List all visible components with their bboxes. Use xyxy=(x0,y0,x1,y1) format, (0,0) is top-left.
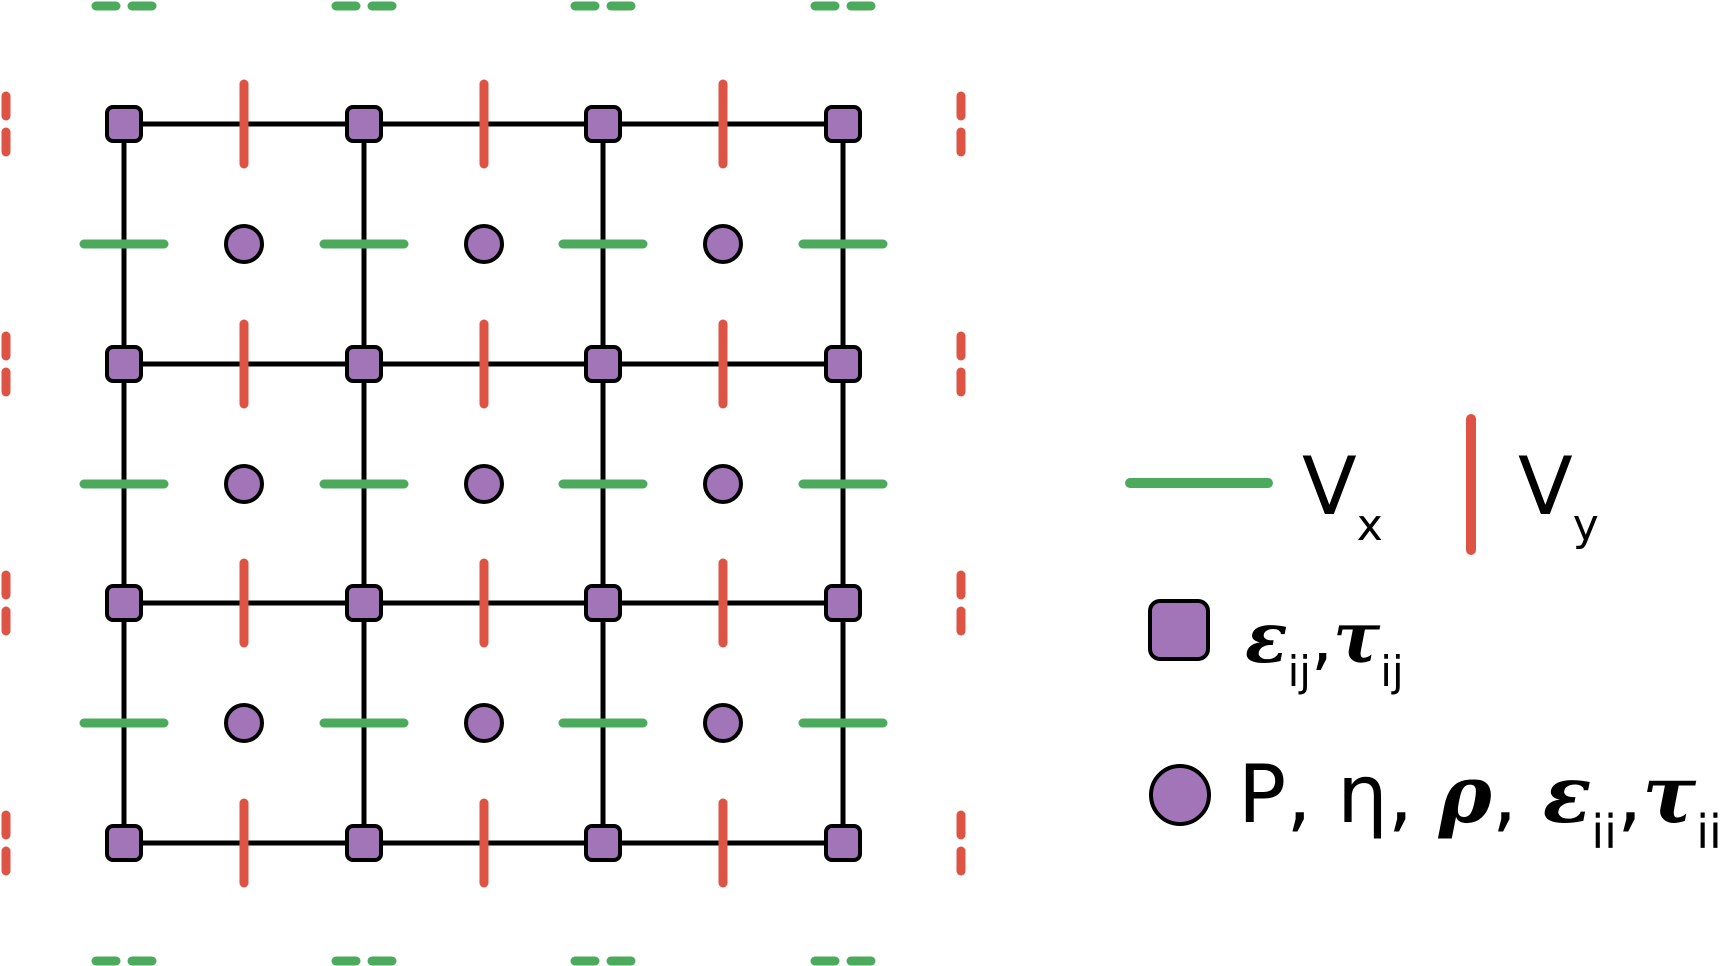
grid-nodes xyxy=(105,105,862,862)
grid-node-square xyxy=(584,105,622,143)
svg-text:P, η, ρ, εii,τii: P, η, ρ, εii,τii xyxy=(1238,747,1722,859)
velocity-markers xyxy=(79,79,888,888)
cell-center-circle xyxy=(703,703,743,743)
grid-node-square xyxy=(824,584,862,622)
legend-vx: Vx xyxy=(1125,440,1383,551)
legend-square: εij,τij xyxy=(1148,596,1404,696)
svg-text:Vy: Vy xyxy=(1518,440,1599,551)
legend-square-comma: , xyxy=(1311,597,1333,679)
ghost-node-layer xyxy=(1,1,966,966)
legend-square-tau-sub: ij xyxy=(1380,647,1403,696)
grid-node-square xyxy=(584,345,622,383)
grid-node-square xyxy=(584,824,622,862)
cell-center-circle xyxy=(464,464,504,504)
grid-node-square xyxy=(824,824,862,862)
legend: Vx Vy εij,τij P, η, ρ, εii,τii xyxy=(1125,414,1722,859)
grid-node-square xyxy=(824,345,862,383)
legend-circle-prefix: P, η, xyxy=(1238,748,1439,841)
legend-vx-letter: V xyxy=(1302,440,1357,533)
grid-node-square xyxy=(105,824,143,862)
legend-circle-tau: τ xyxy=(1642,747,1696,841)
legend-square-eps-sub: ij xyxy=(1288,647,1311,696)
grid-node-square xyxy=(584,584,622,622)
cell-center-circle xyxy=(224,464,264,504)
legend-vy-letter: V xyxy=(1518,440,1573,533)
cell-center-circle xyxy=(703,224,743,264)
purple-circle-icon xyxy=(1149,764,1211,826)
legend-square-eps: ε xyxy=(1245,596,1288,679)
grid-node-square xyxy=(345,824,383,862)
cell-center-circle xyxy=(464,703,504,743)
svg-text:Vx: Vx xyxy=(1302,440,1383,551)
grid-node-square xyxy=(345,105,383,143)
cell-center-circle xyxy=(703,464,743,504)
grid-node-square xyxy=(345,584,383,622)
grid-node-square xyxy=(824,105,862,143)
cell-center-circle xyxy=(224,703,264,743)
legend-circle-comma: , xyxy=(1617,748,1642,841)
legend-vy: Vy xyxy=(1466,414,1599,555)
grid-node-square xyxy=(105,584,143,622)
legend-circle-rho: ρ xyxy=(1438,747,1493,841)
grid-node-square xyxy=(345,345,383,383)
legend-square-tau: τ xyxy=(1333,596,1381,679)
legend-vy-sub: y xyxy=(1573,500,1599,551)
legend-circle-eps: ε xyxy=(1543,747,1592,841)
cell-center-circle xyxy=(464,224,504,264)
legend-circle-tau-sub: ii xyxy=(1696,805,1722,859)
legend-vx-sub: x xyxy=(1357,500,1383,551)
legend-circle: P, η, ρ, εii,τii xyxy=(1149,747,1722,859)
legend-circle-sep: , xyxy=(1492,748,1543,841)
grid-node-square xyxy=(105,345,143,383)
svg-text:εij,τij: εij,τij xyxy=(1245,596,1404,696)
cell-center-circle xyxy=(224,224,264,264)
grid-node-square xyxy=(105,105,143,143)
purple-rounded-square-icon xyxy=(1148,599,1210,661)
legend-circle-eps-sub: ii xyxy=(1591,805,1617,859)
